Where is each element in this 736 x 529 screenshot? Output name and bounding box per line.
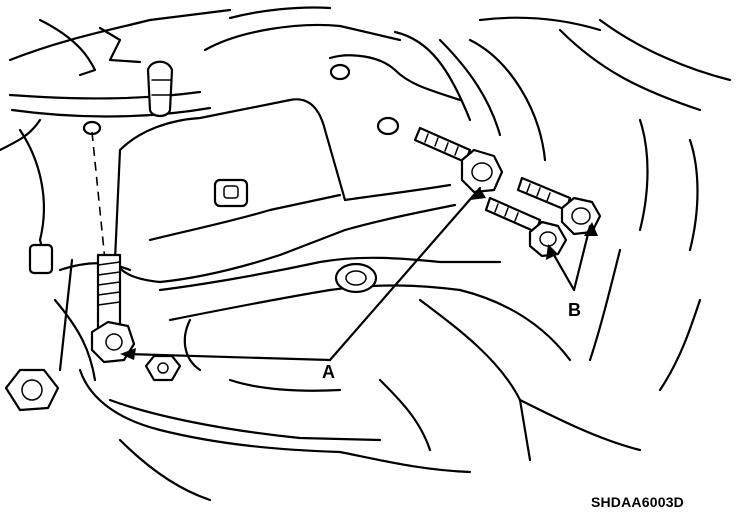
callout-label-a: A bbox=[322, 362, 335, 382]
callout-b-leaders bbox=[546, 222, 598, 292]
callout-a-leaders bbox=[120, 186, 486, 362]
engine-body-outline bbox=[0, 6, 732, 502]
bolt-b-lower bbox=[484, 196, 568, 258]
callout-label-b: B bbox=[568, 300, 581, 320]
nut-small-center bbox=[144, 354, 182, 382]
bolt-a-left bbox=[90, 253, 136, 364]
nut-left-lower bbox=[4, 368, 60, 412]
bolt-a-right bbox=[413, 126, 504, 194]
figure-code: SHDAA6003D bbox=[590, 494, 684, 510]
